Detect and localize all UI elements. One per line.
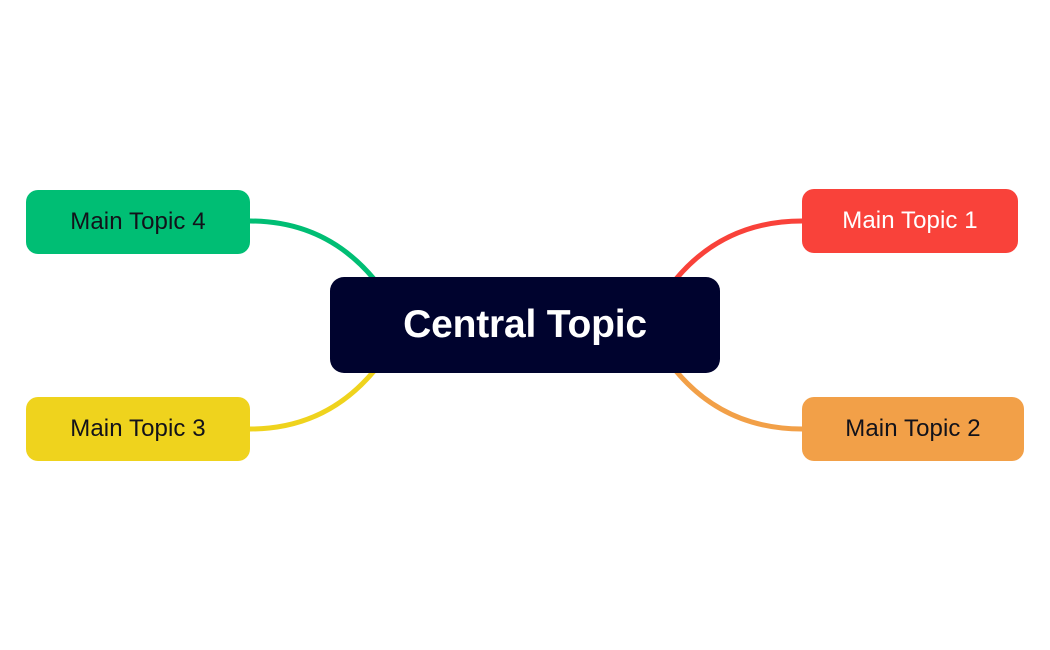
branch-node-topic-2[interactable]: Main Topic 2 bbox=[802, 397, 1024, 461]
branch-node-topic-4[interactable]: Main Topic 4 bbox=[26, 190, 250, 254]
connector-topic-2 bbox=[673, 368, 805, 432]
branch-node-topic-1[interactable]: Main Topic 1 bbox=[802, 189, 1018, 253]
central-topic-label: Central Topic bbox=[403, 303, 647, 346]
connector-topic-4 bbox=[247, 218, 377, 282]
connector-topic-3 bbox=[247, 368, 377, 432]
branch-node-topic-3[interactable]: Main Topic 3 bbox=[26, 397, 250, 461]
central-topic-node[interactable]: Central Topic bbox=[330, 277, 720, 373]
branch-label-topic-4: Main Topic 4 bbox=[70, 208, 206, 235]
branch-label-topic-1: Main Topic 1 bbox=[842, 207, 978, 234]
branch-label-topic-2: Main Topic 2 bbox=[845, 415, 981, 442]
branch-label-topic-3: Main Topic 3 bbox=[70, 415, 206, 442]
connector-topic-1 bbox=[673, 218, 805, 282]
